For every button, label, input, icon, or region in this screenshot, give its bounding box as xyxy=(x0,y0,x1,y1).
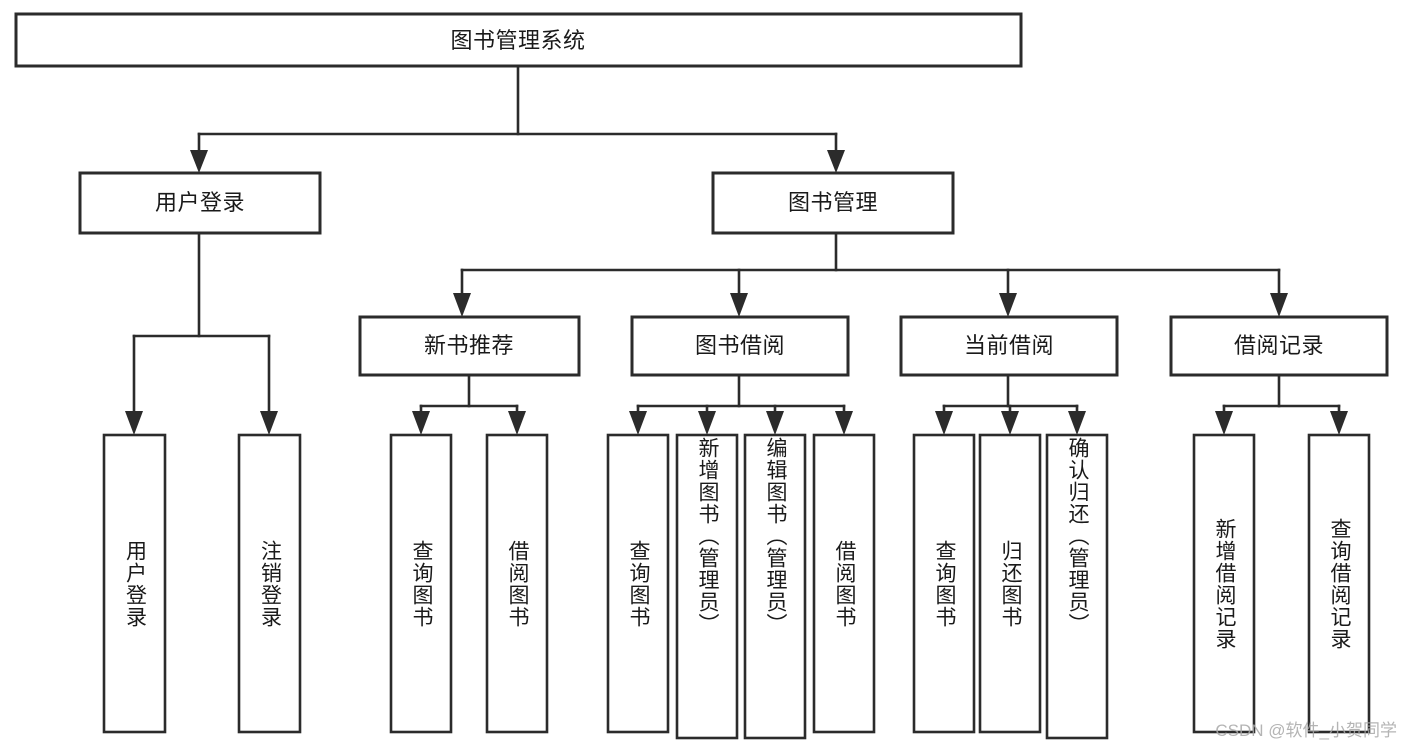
arrowhead-leaf-confirm-return xyxy=(1068,411,1086,435)
node-root[interactable] xyxy=(14,12,1023,68)
arrowhead-userlogin xyxy=(190,150,208,173)
arrowhead-leaf-return-book xyxy=(1001,411,1019,435)
node-user-login-label: 用户登录 xyxy=(155,190,245,215)
node-leaf-add-book[interactable] xyxy=(675,433,739,740)
node-current-borrow-label: 当前借阅 xyxy=(964,333,1054,358)
node-box-group xyxy=(14,12,1389,740)
node-new-book-recommend-label: 新书推荐 xyxy=(424,333,514,358)
arrowhead-leaf-query-record xyxy=(1330,411,1348,435)
node-borrow-record[interactable] xyxy=(1169,315,1389,377)
node-leaf-query-book-1[interactable] xyxy=(389,433,453,734)
arrowhead-borrow-record xyxy=(1270,293,1288,317)
arrowhead-current-borrow xyxy=(999,293,1017,317)
node-user-login[interactable] xyxy=(78,171,322,235)
node-leaf-query-book-3[interactable] xyxy=(912,433,976,734)
node-leaf-user-login[interactable] xyxy=(102,433,167,734)
arrowhead-leaf-add-record xyxy=(1215,411,1233,435)
node-leaf-add-record[interactable] xyxy=(1192,433,1256,734)
node-book-manage[interactable] xyxy=(711,171,955,235)
node-borrow-record-label: 借阅记录 xyxy=(1234,333,1324,358)
arrowhead-leaf-borrow-book-2 xyxy=(835,411,853,435)
node-leaf-confirm-return[interactable] xyxy=(1045,433,1109,740)
arrowhead-leaf-add-book xyxy=(698,411,716,435)
arrowhead-leaf-query-book-2 xyxy=(629,411,647,435)
node-leaf-query-record[interactable] xyxy=(1307,433,1371,734)
node-current-borrow[interactable] xyxy=(899,315,1119,377)
node-leaf-return-book[interactable] xyxy=(978,433,1042,734)
node-leaf-borrow-book-2[interactable] xyxy=(812,433,876,734)
node-book-borrow[interactable] xyxy=(630,315,850,377)
watermark-text: CSDN @软件_小贺同学 xyxy=(1215,721,1397,740)
arrowhead-leaf-borrow-book-1 xyxy=(508,411,526,435)
node-book-manage-label: 图书管理 xyxy=(788,190,878,215)
horizontal-label-group: 图书管理系统 用户登录 图书管理 新书推荐 图书借阅 当前借阅 借阅记录 xyxy=(155,28,1324,358)
node-leaf-borrow-book-1[interactable] xyxy=(485,433,549,734)
arrowhead-new-book-recommend xyxy=(453,293,471,317)
node-book-borrow-label: 图书借阅 xyxy=(695,333,785,358)
node-leaf-logout[interactable] xyxy=(237,433,302,734)
node-root-label: 图书管理系统 xyxy=(450,28,585,53)
arrowhead-leaf-query-book-3 xyxy=(935,411,953,435)
node-leaf-edit-book[interactable] xyxy=(743,433,807,740)
connector-group xyxy=(125,64,1348,435)
arrowhead-leaf-query-book-1 xyxy=(412,411,430,435)
arrowhead-leaf-user-login xyxy=(125,411,143,435)
arrowhead-leaf-logout xyxy=(260,411,278,435)
arrowhead-book-borrow xyxy=(730,293,748,317)
node-leaf-query-book-2[interactable] xyxy=(606,433,670,734)
node-new-book-recommend[interactable] xyxy=(358,315,581,377)
arrowhead-bookmanage xyxy=(827,150,845,173)
arrowhead-leaf-edit-book xyxy=(766,411,784,435)
